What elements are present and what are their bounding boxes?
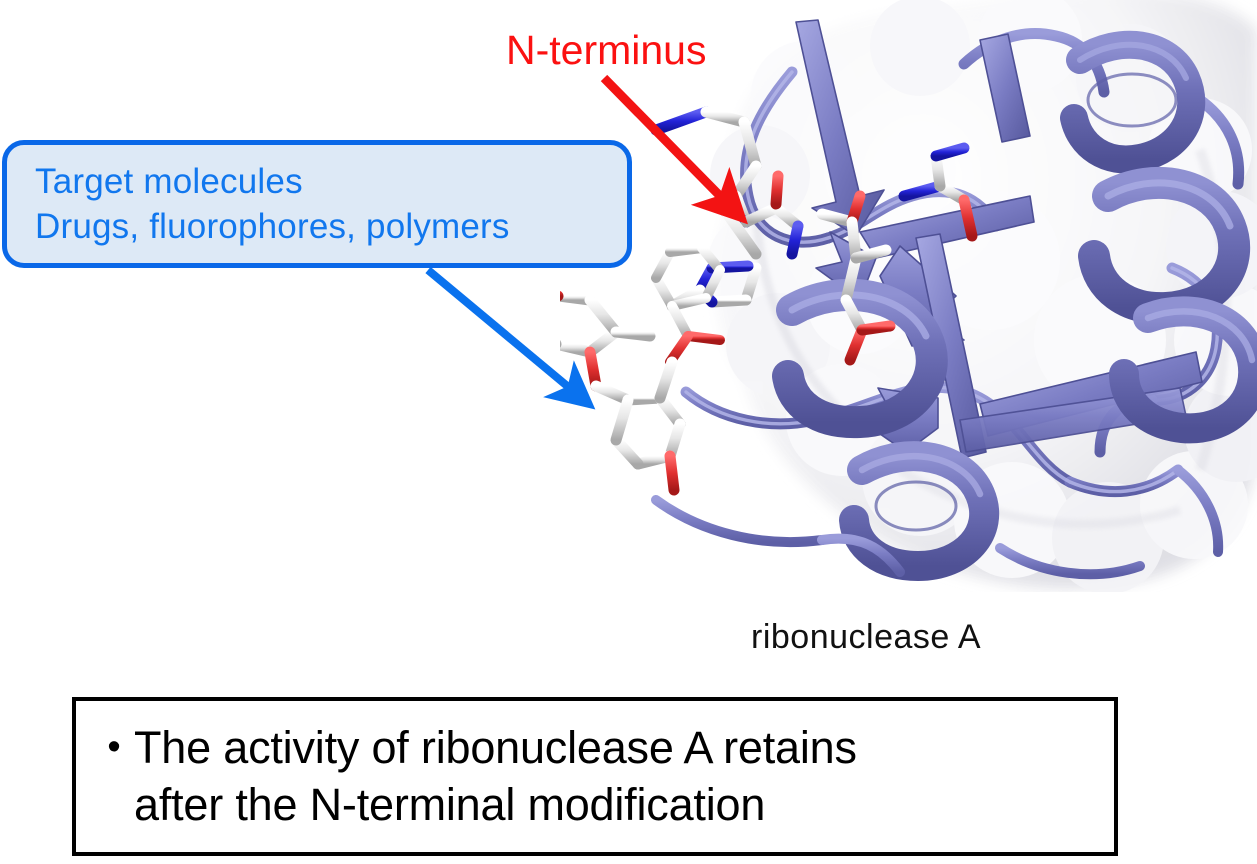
callout-title: Target molecules — [35, 162, 303, 201]
n-terminus-label: N-terminus — [506, 27, 707, 73]
target-molecules-arrow — [425, 266, 596, 410]
alpha-helix-lower-right — [1109, 296, 1257, 444]
statement-line-2: after the N-terminal modification — [134, 779, 766, 830]
statement-line-1: The activity of ribonuclease A retains — [134, 722, 857, 773]
statement-text: The activity of ribonuclease A retains a… — [134, 719, 857, 833]
callout-subtitle: Drugs, fluorophores, polymers — [35, 207, 510, 246]
alpha-helix-right — [1078, 167, 1251, 325]
lower-loops — [651, 465, 1224, 580]
alpha-helix-upper-right — [1060, 30, 1206, 174]
statement-box: • The activity of ribonuclease A retains… — [72, 697, 1118, 856]
protein-caption: ribonuclease A — [751, 618, 982, 656]
statement-bullet: • — [107, 726, 121, 768]
target-molecules-callout: Target molecules Drugs, fluorophores, po… — [2, 140, 632, 268]
alpha-helix-lower-left — [772, 278, 948, 439]
protein-structure-figure — [560, 0, 1257, 592]
